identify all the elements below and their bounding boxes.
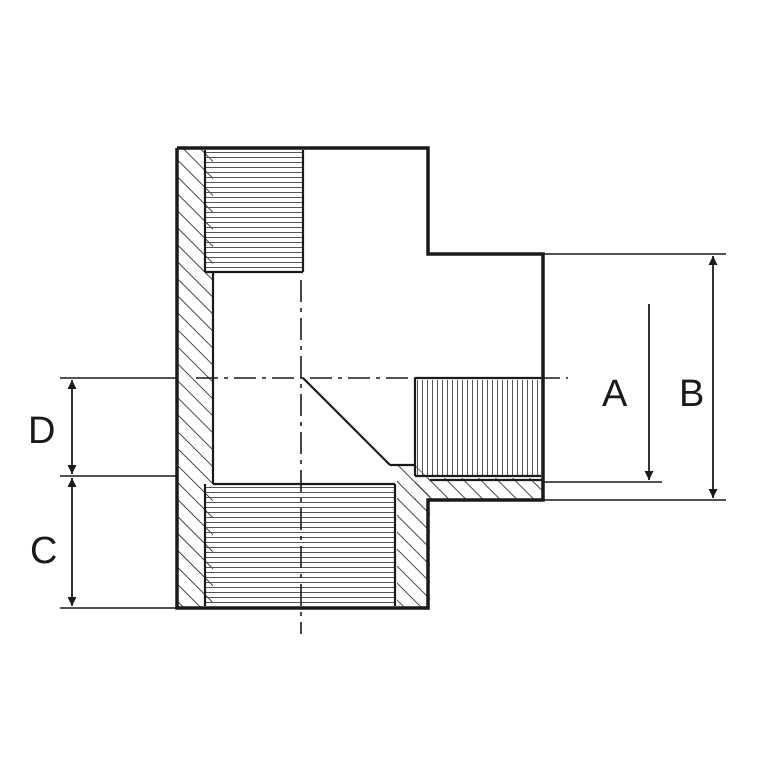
inner-lines [203, 150, 543, 606]
label-a: A [602, 373, 628, 415]
top-thread [205, 150, 303, 272]
dimension-lines [67, 256, 718, 606]
thread-regions [205, 150, 541, 606]
label-b: B [679, 373, 704, 415]
bottom-right-wall-hatch [390, 465, 430, 608]
label-d: D [28, 410, 55, 452]
branch-lower-wall-hatch [415, 478, 543, 500]
label-c: C [30, 530, 57, 572]
center-lines [196, 280, 568, 634]
extension-lines [60, 253, 726, 609]
bottom-thread [205, 484, 395, 606]
dimension-labels: A B D C [28, 373, 704, 572]
side-thread [417, 380, 541, 476]
